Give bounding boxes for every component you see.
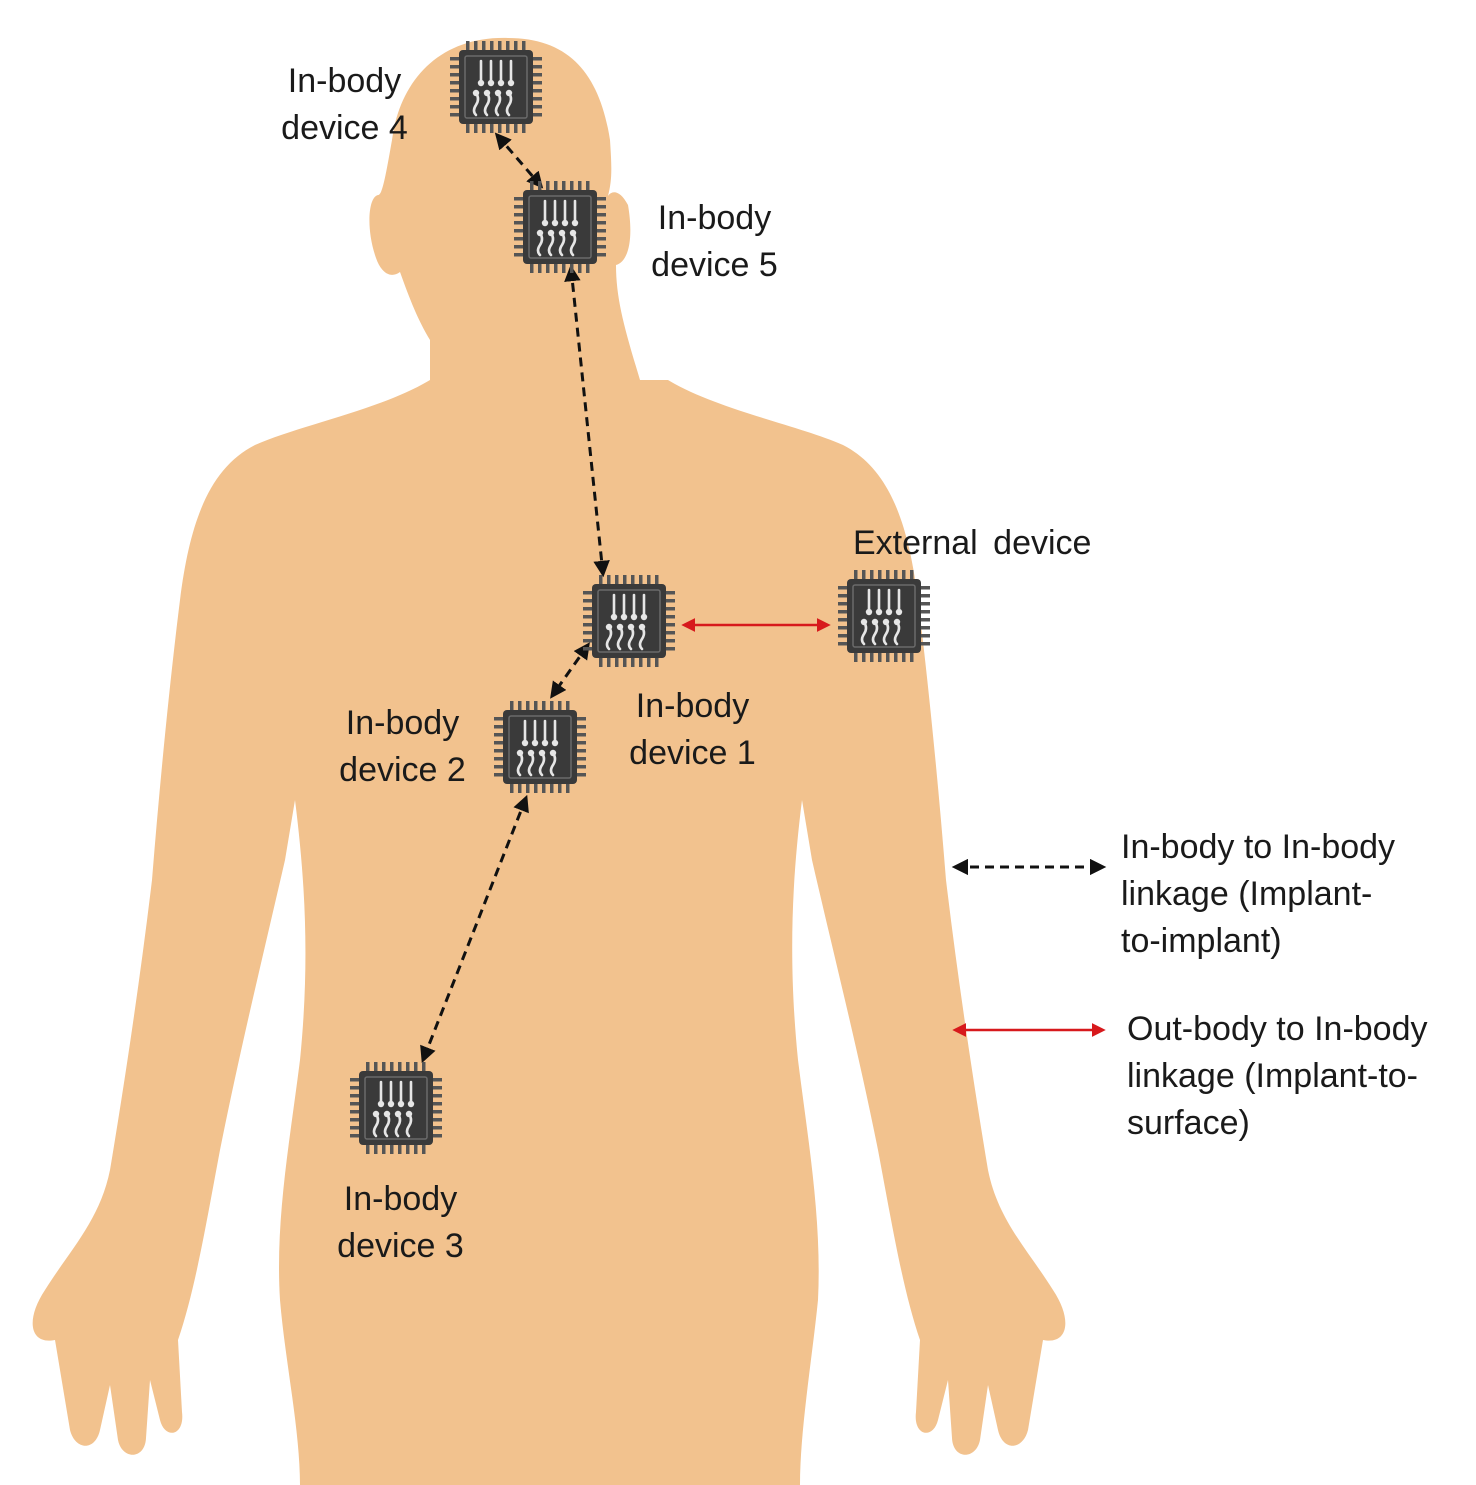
microchip-icon bbox=[350, 1062, 442, 1154]
device-4-label-line1: In-body bbox=[262, 58, 427, 105]
device-3-label-line2: device 3 bbox=[318, 1223, 483, 1270]
device-4-label: In-body device 4 bbox=[262, 58, 427, 152]
external-device-chip bbox=[838, 570, 930, 662]
legend-in-body-text: In-body to In-body linkage (Implant- to-… bbox=[1121, 824, 1461, 965]
external-device-label: External device bbox=[853, 520, 1091, 567]
device-2-label: In-body device 2 bbox=[320, 700, 485, 794]
device-3-label-line1: In-body bbox=[318, 1176, 483, 1223]
device-1-label: In-body device 1 bbox=[610, 683, 775, 777]
microchip-icon bbox=[514, 181, 606, 273]
device-3-label: In-body device 3 bbox=[318, 1176, 483, 1270]
device-5-label: In-body device 5 bbox=[632, 195, 797, 289]
microchip-icon bbox=[494, 701, 586, 793]
device-4-chip bbox=[450, 41, 542, 133]
device-5-label-line1: In-body bbox=[632, 195, 797, 242]
device-1-chip bbox=[583, 575, 675, 667]
device-1-label-line1: In-body bbox=[610, 683, 775, 730]
microchip-icon bbox=[450, 41, 542, 133]
device-2-label-line1: In-body bbox=[320, 700, 485, 747]
device-1-label-line2: device 1 bbox=[610, 730, 775, 777]
device-2-label-line2: device 2 bbox=[320, 747, 485, 794]
legend-out-body-text: Out-body to In-body linkage (Implant-to-… bbox=[1127, 1006, 1472, 1147]
device-2-chip bbox=[494, 701, 586, 793]
device-5-chip bbox=[514, 181, 606, 273]
device-5-label-line2: device 5 bbox=[632, 242, 797, 289]
device-3-chip bbox=[350, 1062, 442, 1154]
microchip-icon bbox=[838, 570, 930, 662]
microchip-icon bbox=[583, 575, 675, 667]
device-4-label-line2: device 4 bbox=[262, 105, 427, 152]
